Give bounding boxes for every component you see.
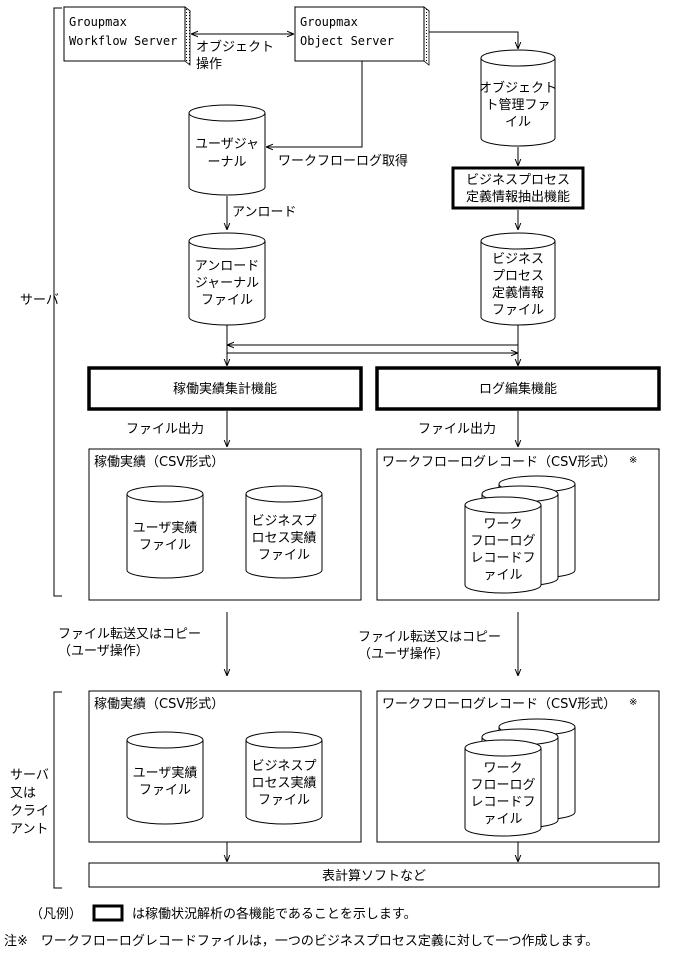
transfer-right-line-1: ファイル転送又はコピー: [358, 630, 501, 645]
server-bp-record-line-2: ロセス実績: [251, 530, 316, 546]
legend: （凡例） は稼働状況解析の各機能であることを示します。: [30, 904, 417, 922]
client-wf-log-record-panel: ワークフローログレコード（CSV形式） ※ ワーク フローログ レコードフ ァイ…: [376, 690, 660, 843]
workflow-log-get-arrow: [266, 61, 363, 147]
operation-total-function-box: 稼働実績集計機能: [87, 366, 363, 411]
client-zone-bracket: サーバ 又は クライ アント: [10, 691, 62, 889]
client-op-record-title: 稼働実績（CSV形式）: [94, 696, 224, 712]
client-zone-label-4: アント: [10, 822, 48, 837]
unload-label: アンロード: [232, 205, 296, 220]
user-journal-line-1: ユーザジャ: [195, 137, 259, 152]
client-wf-log-line-1: ワーク: [483, 761, 522, 776]
server-wf-log-line-2: フローログ: [470, 534, 535, 549]
client-op-record-panel: 稼働実績（CSV形式） ユーザ実績 ファイル ビジネスプ ロセス実績 ファイル: [88, 690, 362, 843]
server-user-record-file-cylinder: ユーザ実績 ファイル: [126, 485, 204, 579]
cross-connection-lines: [227, 325, 518, 366]
client-zone-label-3: クライ: [10, 804, 49, 819]
legend-prefix: （凡例）: [30, 907, 82, 922]
file-output-right-label: ファイル出力: [418, 422, 496, 437]
transfer-left-line-2: （ユーザ操作）: [58, 643, 149, 659]
file-output-left-label: ファイル出力: [126, 422, 204, 437]
log-edit-function-box: ログ編集機能: [375, 366, 661, 411]
object-to-mgmt-arrow: [429, 31, 518, 49]
spreadsheet-label: 表計算ソフトなど: [322, 868, 426, 884]
server-bp-record-line-3: ファイル: [258, 548, 310, 563]
object-mgmt-line-2: ト管理ファ: [485, 98, 550, 113]
client-bp-record-file-cylinder: ビジネスプ ロセス実績 ファイル: [245, 731, 323, 825]
server-bp-record-file-cylinder: ビジネスプ ロセス実績 ファイル: [245, 485, 323, 579]
bp-extract-line-2: 定義情報抽出機能: [466, 189, 570, 205]
object-mgmt-line-1: オブジェクト: [479, 80, 557, 96]
server-wf-log-line-3: レコードフ: [470, 551, 535, 566]
user-journal-cylinder: ユーザジャ ーナル: [188, 104, 266, 196]
client-bp-record-line-2: ロセス実績: [251, 775, 316, 791]
object-ops-label-2: 操作: [196, 56, 222, 72]
bp-def-info-line-4: ファイル: [492, 303, 544, 318]
spreadsheet-box: 表計算ソフトなど: [88, 862, 660, 888]
bp-def-info-line-1: ビジネス: [492, 252, 544, 267]
client-bp-record-line-1: ビジネスプ: [251, 759, 316, 774]
client-user-record-line-1: ユーザ実績: [133, 765, 198, 781]
log-edit-label: ログ編集機能: [479, 381, 557, 397]
client-user-record-file-cylinder: ユーザ実績 ファイル: [126, 731, 204, 825]
unload-journal-line-1: アンロード: [195, 259, 259, 274]
bp-def-info-file-cylinder: ビジネス プロセス 定義情報 ファイル: [480, 232, 556, 326]
server-zone-bracket: サーバ: [20, 7, 62, 597]
unload-journal-file-cylinder: アンロード ジャーナル ファイル: [188, 232, 266, 326]
client-user-record-line-2: ファイル: [139, 783, 191, 798]
bp-extract-function-box: ビジネスプロセス 定義情報抽出機能: [451, 166, 585, 210]
object-ops-label-1: オブジェクト: [196, 39, 274, 55]
operation-total-label: 稼働実績集計機能: [173, 381, 277, 397]
transfer-right-line-2: （ユーザ操作）: [358, 646, 449, 662]
client-zone-label-2: 又は: [10, 786, 36, 801]
workflow-server-box: Groupmax Workflow Server: [62, 6, 192, 66]
bp-def-info-line-3: 定義情報: [492, 285, 544, 301]
workflow-server-line-1: Groupmax: [69, 15, 127, 29]
client-wf-log-line-3: レコードフ: [470, 795, 535, 810]
client-wf-log-record-title: ワークフローログレコード（CSV形式）: [382, 697, 616, 712]
bp-def-info-line-2: プロセス: [492, 269, 544, 284]
object-server-box: Groupmax Object Server: [293, 6, 431, 66]
server-wf-log-record-panel: ワークフローログレコード（CSV形式） ※ ワーク フローログ レコードフ ァイ…: [376, 448, 660, 601]
footnote: 注※ ワークフローログレコードファイルは，一つのビジネスプロセス定義に対して一つ…: [4, 933, 598, 949]
transfer-left-line-1: ファイル転送又はコピー: [58, 627, 201, 642]
workflow-log-get-label: ワークフローログ取得: [278, 153, 408, 169]
server-wf-log-line-4: ァイル: [483, 568, 522, 583]
client-zone-label-1: サーバ: [10, 768, 49, 783]
server-op-record-panel: 稼働実績（CSV形式） ユーザ実績 ファイル ビジネスプ ロセス実績 ファイル: [88, 448, 362, 601]
client-note-mark: ※: [629, 697, 637, 708]
server-op-record-title: 稼働実績（CSV形式）: [94, 454, 224, 470]
server-note-mark: ※: [629, 455, 637, 466]
client-wf-log-line-2: フローログ: [470, 778, 535, 793]
legend-text: は稼働状況解析の各機能であることを示します。: [132, 906, 417, 922]
client-wf-log-line-4: ァイル: [483, 812, 522, 827]
user-journal-line-2: ーナル: [207, 155, 246, 170]
object-mgmt-line-3: イル: [505, 115, 531, 130]
server-user-record-line-1: ユーザ実績: [133, 520, 198, 536]
server-zone-label: サーバ: [20, 293, 59, 308]
legend-thick-box-swatch: [92, 904, 124, 922]
server-wf-log-record-title: ワークフローログレコード（CSV形式）: [382, 455, 616, 470]
client-wf-log-file-stack: ワーク フローログ レコードフ ァイル: [464, 718, 576, 837]
unload-journal-line-3: ファイル: [201, 293, 253, 308]
object-mgmt-file-cylinder: オブジェクト ト管理ファ イル: [479, 49, 557, 147]
server-wf-log-line-1: ワーク: [483, 517, 522, 532]
object-server-line-1: Groupmax: [300, 15, 358, 29]
server-wf-log-file-stack: ワーク フローログ レコードフ ァイル: [464, 475, 576, 594]
workflow-server-line-2: Workflow Server: [69, 34, 177, 48]
object-server-line-2: Object Server: [300, 34, 394, 48]
server-bp-record-line-1: ビジネスプ: [251, 514, 316, 529]
unload-journal-line-2: ジャーナル: [195, 276, 259, 291]
bp-extract-line-1: ビジネスプロセス: [466, 173, 570, 188]
client-bp-record-line-3: ファイル: [258, 793, 310, 808]
server-user-record-line-2: ファイル: [139, 538, 191, 553]
